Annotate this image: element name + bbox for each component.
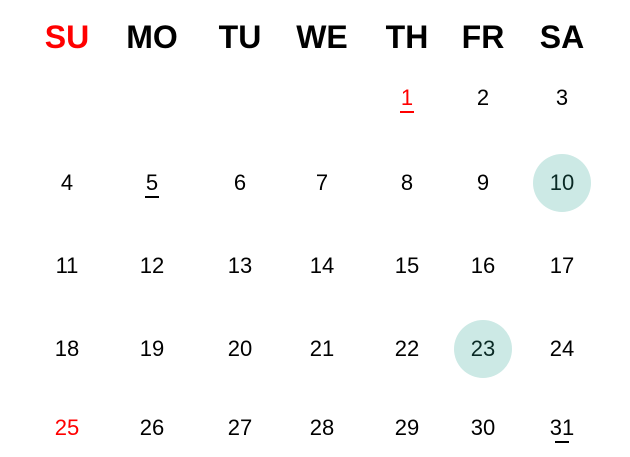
- calendar-day[interactable]: 16: [454, 237, 512, 295]
- day-number: 25: [54, 415, 80, 440]
- calendar-day[interactable]: 29: [378, 399, 436, 457]
- day-number: 17: [549, 253, 575, 278]
- day-number: 22: [394, 336, 420, 361]
- day-underline-marker: [145, 196, 159, 198]
- day-number: 11: [55, 253, 79, 278]
- calendar-day[interactable]: 2: [454, 69, 512, 127]
- calendar-day[interactable]: 28: [293, 399, 351, 457]
- day-number: 2: [476, 85, 490, 110]
- calendar-day[interactable]: 12: [123, 237, 181, 295]
- calendar-day[interactable]: 6: [211, 154, 269, 212]
- day-number: 10: [549, 170, 575, 195]
- calendar-day[interactable]: 22: [378, 320, 436, 378]
- calendar-day[interactable]: 30: [454, 399, 512, 457]
- day-number: 19: [139, 336, 165, 361]
- calendar-day[interactable]: 17: [533, 237, 591, 295]
- calendar-day[interactable]: 9: [454, 154, 512, 212]
- calendar-day[interactable]: 7: [293, 154, 351, 212]
- day-underline-marker: [400, 111, 414, 113]
- calendar-day[interactable]: 19: [123, 320, 181, 378]
- day-number: 21: [309, 336, 335, 361]
- calendar-day[interactable]: 13: [211, 237, 269, 295]
- calendar-day[interactable]: 15: [378, 237, 436, 295]
- weekday-header-we: WE: [296, 19, 348, 55]
- weekday-header-mo: MO: [126, 19, 178, 55]
- calendar-day[interactable]: 25: [38, 399, 96, 457]
- weekday-header-tu: TU: [218, 19, 262, 55]
- weekday-header-sa: SA: [539, 19, 585, 55]
- calendar-day-selected[interactable]: 23: [454, 320, 512, 378]
- day-number: 1: [400, 85, 414, 110]
- calendar-day[interactable]: 8: [378, 154, 436, 212]
- calendar-day[interactable]: 21: [293, 320, 351, 378]
- calendar-day[interactable]: 14: [293, 237, 351, 295]
- calendar-day[interactable]: 18: [38, 320, 96, 378]
- day-number: 4: [60, 170, 74, 195]
- day-number: 20: [227, 336, 253, 361]
- calendar-day-selected[interactable]: 10: [533, 154, 591, 212]
- day-number: 18: [54, 336, 80, 361]
- day-number: 13: [227, 253, 253, 278]
- day-number: 16: [470, 253, 496, 278]
- day-number: 26: [139, 415, 165, 440]
- day-number: 29: [394, 415, 420, 440]
- weekday-header-th: TH: [385, 19, 429, 55]
- day-number: 5: [145, 170, 159, 195]
- calendar-day[interactable]: 24: [533, 320, 591, 378]
- day-number: 6: [233, 170, 247, 195]
- calendar-day[interactable]: 1: [378, 69, 436, 127]
- weekday-header-su: SU: [44, 19, 90, 55]
- day-number: 3: [555, 85, 569, 110]
- calendar-day[interactable]: 5: [123, 154, 181, 212]
- day-number: 14: [309, 253, 335, 278]
- day-number: 31: [549, 415, 575, 440]
- calendar-day[interactable]: 20: [211, 320, 269, 378]
- weekday-header-fr: FR: [461, 19, 505, 55]
- day-number: 24: [549, 336, 575, 361]
- calendar-day[interactable]: 27: [211, 399, 269, 457]
- calendar-day[interactable]: 11: [38, 237, 96, 295]
- day-number: 27: [227, 415, 253, 440]
- day-number: 12: [139, 253, 165, 278]
- day-number: 7: [315, 170, 329, 195]
- day-number: 8: [400, 170, 414, 195]
- calendar-day[interactable]: 4: [38, 154, 96, 212]
- day-number: 28: [309, 415, 335, 440]
- day-number: 9: [476, 170, 490, 195]
- calendar-day[interactable]: 26: [123, 399, 181, 457]
- calendar-day[interactable]: 3: [533, 69, 591, 127]
- day-number: 23: [470, 336, 496, 361]
- day-number: 30: [470, 415, 496, 440]
- day-underline-marker: [555, 441, 569, 443]
- day-number: 15: [394, 253, 420, 278]
- calendar-day[interactable]: 31: [533, 399, 591, 457]
